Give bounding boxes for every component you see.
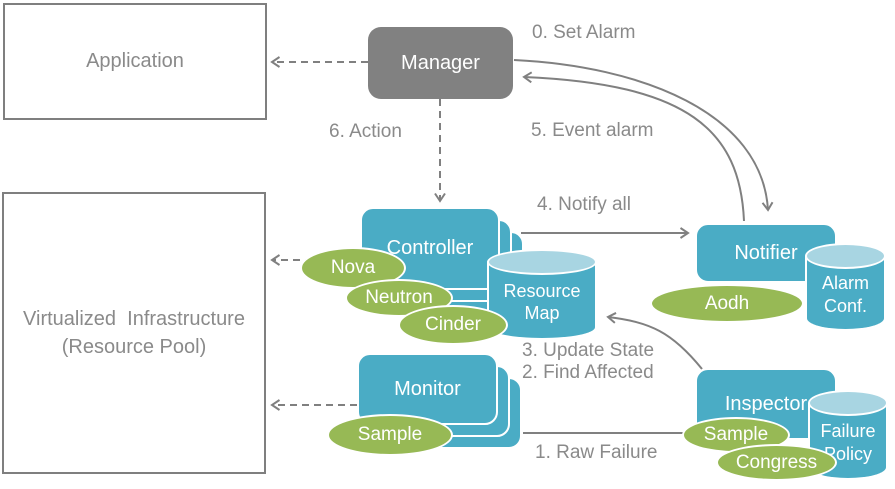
virtualized-infrastructure-label-line1: Virtualized Infrastructure — [23, 307, 245, 330]
notifier-label: Notifier — [734, 241, 798, 264]
alarm-conf-label-line2: Conf. — [823, 295, 868, 316]
failure-policy-label-line1: Failure — [820, 421, 876, 441]
resource-map-label-line1: Resource — [503, 280, 581, 301]
arrow-update-state-curve — [606, 312, 703, 370]
alarm-conf-top — [805, 243, 886, 269]
virtualized-infrastructure-label-line2: (Resource Pool) — [61, 336, 207, 358]
flow-label-notify-all: 4. Notify all — [537, 194, 631, 215]
congress-label: Congress — [735, 451, 818, 473]
alarm-conf-body — [805, 256, 886, 331]
monitor-node: Monitor — [357, 353, 498, 425]
application-box: Application — [3, 3, 267, 120]
resource-map-top — [487, 249, 597, 275]
congress-plugin: Congress — [716, 444, 837, 481]
flow-label-find-affected: 2. Find Affected — [522, 362, 654, 383]
monitor-sample-label: Sample — [357, 424, 423, 445]
inspector-label: Inspector — [724, 392, 808, 415]
inspector-sample-label: Sample — [703, 424, 769, 445]
flow-label-set-alarm: 0. Set Alarm — [532, 22, 636, 43]
controller-label: Controller — [386, 237, 474, 259]
flow-label-raw-failure: 1. Raw Failure — [535, 442, 658, 463]
application-label: Application — [86, 50, 184, 73]
cinder-label: Cinder — [425, 314, 481, 335]
flow-label-event-alarm: 5. Event alarm — [531, 120, 654, 141]
aodh-label: Aodh — [704, 292, 750, 314]
flow-label-action: 6. Action — [329, 121, 402, 142]
aodh-plugin: Aodh — [650, 284, 804, 323]
resource-map-label-line2: Map — [524, 303, 560, 323]
alarm-conf-label-line1: Alarm — [821, 273, 869, 293]
monitor-sample-plugin: Sample — [327, 414, 453, 456]
flow-label-update-state: 3. Update State — [522, 340, 655, 361]
arrow-set-alarm-curve — [513, 59, 774, 212]
neutron-label: Neutron — [365, 287, 433, 308]
monitor-label: Monitor — [394, 377, 461, 400]
alarm-conf-datastore: Alarm Conf. — [805, 243, 886, 331]
inspector-sample-plugin: Sample — [682, 417, 790, 453]
resource-map-datastore: Resource Map — [487, 249, 597, 340]
cinder-plugin: Cinder — [398, 305, 508, 345]
nova-label: Nova — [330, 257, 376, 278]
failure-policy-top — [808, 390, 888, 416]
arrow-event-alarm-curve — [522, 71, 745, 222]
manager-node: Manager — [368, 27, 513, 99]
manager-label: Manager — [401, 51, 480, 74]
virtualized-infrastructure-box: Virtualized Infrastructure (Resource Poo… — [2, 192, 266, 474]
